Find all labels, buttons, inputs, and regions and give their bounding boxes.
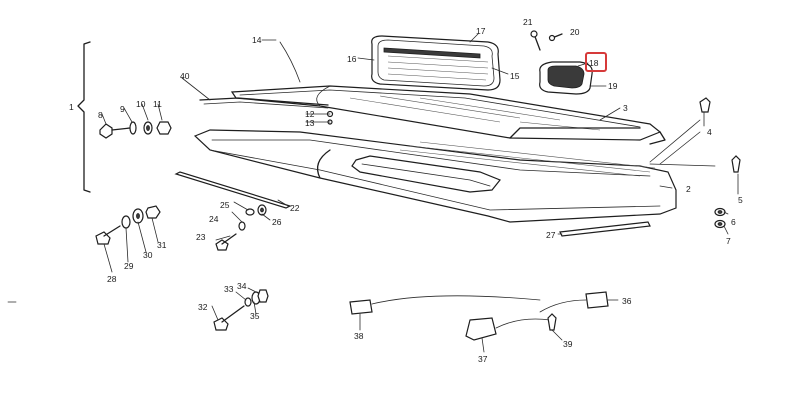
label-12: 12 (305, 109, 315, 119)
label-20: 20 (570, 27, 580, 37)
label-18: 18 (589, 58, 599, 68)
label-29: 29 (124, 261, 134, 271)
label-14: 14 (252, 35, 262, 45)
label-16: 16 (347, 54, 357, 64)
label-27: 27 (546, 230, 556, 240)
callout-labels: 1 2 3 4 5 6 7 8 9 10 11 12 13 14 15 16 1… (69, 17, 743, 364)
label-34: 34 (237, 281, 247, 291)
bolt-group-middle (95, 204, 267, 251)
label-11: 11 (153, 99, 162, 109)
label-21: 21 (523, 17, 533, 27)
label-26: 26 (272, 217, 282, 227)
label-32: 32 (198, 302, 208, 312)
label-38: 38 (354, 331, 364, 341)
label-3: 3 (623, 103, 628, 113)
strip-22 (174, 171, 292, 209)
label-39: 39 (563, 339, 573, 349)
label-33: 33 (224, 284, 234, 294)
label-13: 13 (305, 118, 315, 128)
right-fasteners (649, 97, 741, 229)
label-30: 30 (143, 250, 153, 260)
label-25: 25 (220, 200, 230, 210)
label-5: 5 (738, 195, 743, 205)
vent-assembly (371, 35, 501, 91)
label-2: 2 (686, 184, 691, 194)
vent-cover (539, 61, 593, 95)
label-28: 28 (107, 274, 117, 284)
label-23: 23 (196, 232, 206, 242)
roof-panel-upper (230, 85, 666, 145)
brackets-bottom-right (349, 291, 609, 341)
label-9: 9 (120, 104, 125, 114)
label-17: 17 (476, 26, 486, 36)
label-7: 7 (726, 236, 731, 246)
strip-27 (559, 221, 651, 237)
label-4: 4 (707, 127, 712, 137)
label-1: 1 (69, 102, 74, 112)
label-31: 31 (157, 240, 167, 250)
label-40: 40 (180, 71, 190, 81)
label-36: 36 (622, 296, 632, 306)
label-35: 35 (250, 311, 260, 321)
label-24: 24 (209, 214, 219, 224)
label-15: 15 (510, 71, 520, 81)
group-bracket (77, 41, 91, 193)
bolt-group-bottom (213, 289, 269, 331)
roof-panel-lower (193, 129, 677, 223)
screws-top (530, 30, 563, 51)
label-22: 22 (290, 203, 300, 213)
label-8: 8 (98, 110, 103, 120)
label-19: 19 (608, 81, 618, 91)
leader-lines (7, 33, 739, 353)
bolt-group-left (99, 121, 172, 139)
label-10: 10 (136, 99, 146, 109)
label-37: 37 (478, 354, 488, 364)
label-6: 6 (731, 217, 736, 227)
highlight-box (585, 52, 607, 72)
roof-strip (199, 97, 329, 109)
